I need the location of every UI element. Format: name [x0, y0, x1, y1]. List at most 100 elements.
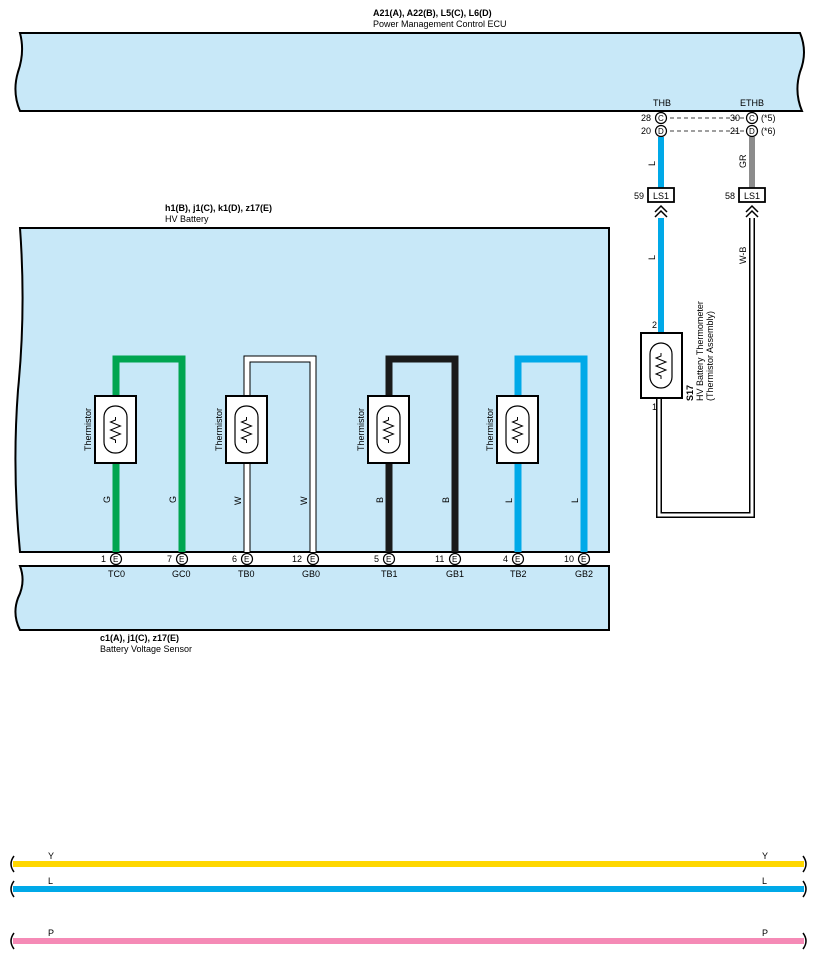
sensor-pin-6: 6 E TB0: [232, 552, 255, 579]
wire-2b-code: B: [441, 497, 451, 503]
wire-1a-code: W: [233, 496, 243, 505]
sensor-pin-7-connector: [175, 552, 189, 566]
sensor-pin-10-num: 10: [564, 554, 574, 564]
ethb-note-5: (*5): [761, 113, 776, 123]
sensor-pin-7-num: 7: [167, 554, 172, 564]
thermistor-3-capsule: [505, 405, 530, 454]
sensor-pin-11-connector: [448, 552, 462, 566]
legend-wire-pink-code-right: P: [762, 928, 768, 938]
sensor-pin-1-connector-label: E: [113, 555, 118, 564]
legend-wire-pink-right-bracket: [802, 932, 807, 950]
sensor-pin-5-num: 5: [374, 554, 379, 564]
sensor-pin-10-name: GB2: [575, 569, 593, 579]
thermistor-0-label: Thermistor: [83, 408, 93, 451]
ethb-wire-lower-code: W-B: [738, 247, 748, 264]
terminal-ethb: ETHB: [740, 98, 764, 108]
thb-pin-20: 20: [641, 126, 651, 136]
ethb-pin-30: 30: [730, 113, 740, 123]
wire-3a-code: L: [504, 498, 514, 503]
legend-wire-yellow-code-right: Y: [762, 851, 768, 861]
sensor-pin-12-num: 12: [292, 554, 302, 564]
ecu-panel: [14, 32, 805, 112]
legend-wire-blue-left-bracket: [10, 880, 15, 898]
s17-name: HV Battery Thermometer: [695, 301, 705, 401]
ethb-wire-lower-core: [657, 218, 754, 517]
legend-wire-blue-code-left: L: [48, 876, 53, 886]
sensor-panel: [14, 565, 610, 631]
ecu-code: A21(A), A22(B), L5(C), L6(D): [373, 8, 492, 18]
thermistor-1-capsule: [234, 405, 259, 454]
sensor-pin-5: 5 E TB1: [374, 552, 398, 579]
ethb-connector-c-label: C: [749, 114, 755, 123]
sensor-pin-11-name: GB1: [446, 569, 464, 579]
junction-ls1-thb-label: LS1: [653, 191, 669, 201]
legend-wire-yellow: Y Y: [10, 851, 807, 873]
sensor-pin-5-name: TB1: [381, 569, 398, 579]
legend-wire-yellow-code-left: Y: [48, 851, 54, 861]
ethb-connector-d-label: D: [749, 127, 755, 136]
sensor-pin-11: 11 E GB1: [435, 552, 464, 579]
wire-0b-code: G: [168, 496, 178, 503]
junction-ls1-ethb-label: LS1: [744, 191, 760, 201]
s17-pin-top: 2: [652, 320, 657, 330]
legend-wire-yellow-left-bracket: [10, 855, 15, 873]
thermistor-0-capsule: [103, 405, 128, 454]
sensor-pin-4-num: 4: [503, 554, 508, 564]
s17-pin-bottom: 1: [652, 402, 657, 412]
sensor-pin-12-name: GB0: [302, 569, 320, 579]
thb-connector-c: [654, 111, 668, 125]
sensor-pin-1: 1 E TC0: [101, 552, 125, 579]
s17-thermistor-capsule: [649, 342, 673, 389]
wire-0a-code: G: [102, 496, 112, 503]
ethb-pin-21: 21: [730, 126, 740, 136]
thb-pin-28: 28: [641, 113, 651, 123]
sensor-pin-1-connector: [109, 552, 123, 566]
s17-code: S17: [685, 385, 695, 401]
sensor-pin-4-connector: [511, 552, 525, 566]
terminal-thb: THB: [653, 98, 671, 108]
thb-connector-d: [654, 124, 668, 138]
legend-wire-pink: P P: [10, 928, 807, 950]
sensor-code: c1(A), j1(C), z17(E): [100, 633, 179, 643]
thermistor-3-label: Thermistor: [485, 408, 495, 451]
sensor-pin-5-connector-label: E: [386, 555, 391, 564]
ethb-connector-c: [745, 111, 759, 125]
legend-wire-yellow-right-bracket: [802, 855, 807, 873]
s17-sub: (Thermistor Assembly): [705, 311, 715, 401]
sensor-pin-11-num: 11: [435, 554, 444, 564]
ethb-note-6: (*6): [761, 126, 776, 136]
wire-1b-code: W: [299, 496, 309, 505]
sensor-pin-5-connector: [382, 552, 396, 566]
sensor-pin-12-connector-label: E: [310, 555, 315, 564]
sensor-pin-12-connector: [306, 552, 320, 566]
ecu-name: Power Management Control ECU: [373, 19, 507, 29]
hv-battery-name: HV Battery: [165, 214, 209, 224]
sensor-pin-10-connector: [577, 552, 591, 566]
sensor-pin-10-connector-label: E: [581, 555, 586, 564]
sensor-pin-1-name: TC0: [108, 569, 125, 579]
thermistor-1-label: Thermistor: [214, 408, 224, 451]
sensor-pin-6-connector: [240, 552, 254, 566]
thb-connector-d-label: D: [658, 127, 664, 136]
ethb-connector-d: [745, 124, 759, 138]
sensor-pin-12: 12 E GB0: [292, 552, 320, 579]
junction-pin-59: 59: [634, 191, 644, 201]
legend-wire-pink-left-bracket: [10, 932, 15, 950]
thb-wire-upper-code: L: [647, 161, 657, 166]
chevron-ethb-icon: [745, 204, 759, 218]
legend-wire-blue-right-bracket: [802, 880, 807, 898]
thb-wire-lower-code: L: [647, 255, 657, 260]
thermistor-2-capsule: [376, 405, 401, 454]
junction-ls1-ethb: [738, 187, 766, 203]
sensor-pin-10: 10 E GB2: [564, 552, 593, 579]
sensor-pin-11-connector-label: E: [452, 555, 457, 564]
sensor-pin-7-connector-label: E: [179, 555, 184, 564]
sensor-pin-1-num: 1: [101, 554, 106, 564]
sensor-pin-4-name: TB2: [510, 569, 527, 579]
chevron-thb-icon: [654, 204, 668, 218]
sensor-pin-7: 7 E GC0: [167, 552, 191, 579]
sensor-pin-6-num: 6: [232, 554, 237, 564]
wire-3b-code: L: [570, 498, 580, 503]
sensor-name: Battery Voltage Sensor: [100, 644, 192, 654]
